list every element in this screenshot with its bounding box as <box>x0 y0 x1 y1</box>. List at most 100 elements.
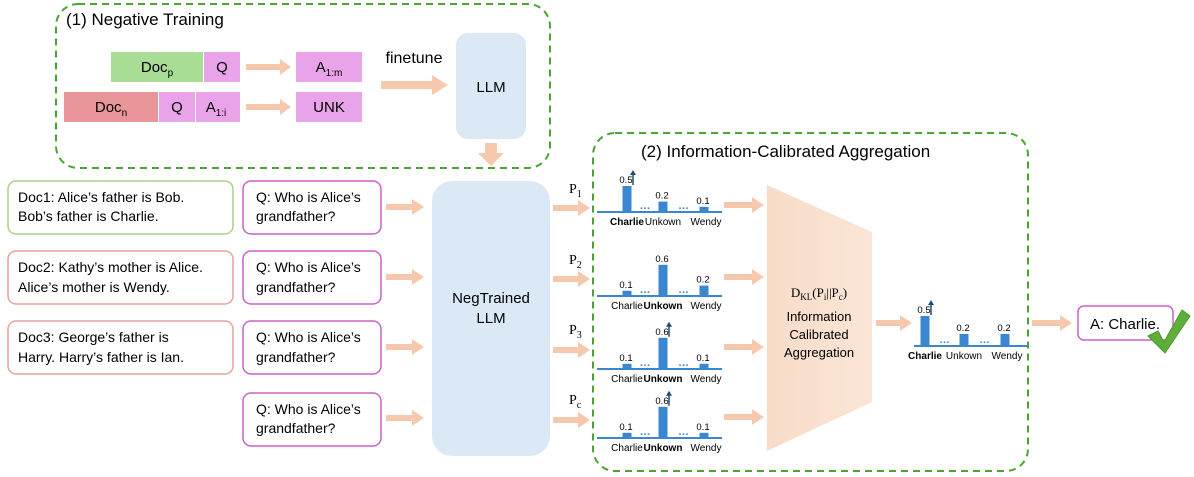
arrow-to-p2 <box>553 271 590 287</box>
bar-charlie <box>622 186 632 212</box>
arrow-pc-to-agg <box>724 409 764 425</box>
negtrained-llm-line2: LLM <box>476 310 505 327</box>
bar-charlie <box>920 316 930 346</box>
value-label-unkown: 0.2 <box>655 191 668 202</box>
question-label-2: Q <box>171 99 183 116</box>
value-label-unkown: 0.6 <box>655 396 668 407</box>
arrow-query3 <box>386 339 424 355</box>
arrow-to-p1 <box>553 200 590 216</box>
value-label-unkown: 0.6 <box>655 254 668 265</box>
partial-answer-block <box>196 92 240 122</box>
category-label-charlie: Charlie <box>908 351 942 362</box>
ellipsis-0: … <box>640 357 651 369</box>
ellipsis-0: … <box>640 284 651 296</box>
query-box-1: Q: Who is Alice’s grandfather? <box>242 180 382 235</box>
arrow-p3-to-agg <box>724 339 764 355</box>
category-label-unkown: Unkown <box>644 443 683 454</box>
distribution-chart-1: 0.5Charlie0.2Unkown0.1Wendy…… <box>597 170 722 228</box>
bar-charlie <box>622 290 632 296</box>
doc-box-2: Doc2: Kathy’s mother is Alice. Alice’s m… <box>7 250 234 305</box>
question-block-1 <box>204 52 240 82</box>
category-label-charlie: Charlie <box>611 374 643 385</box>
arrow-to-unk <box>246 99 291 115</box>
category-label-unkown: Unkown <box>644 301 683 312</box>
ellipsis-0: … <box>939 334 950 346</box>
value-label-wendy: 0.1 <box>696 196 709 207</box>
negtrained-llm-line1: NegTrained <box>452 290 530 307</box>
p2-label: P2 <box>569 253 582 271</box>
ellipsis-1: … <box>979 334 990 346</box>
unk-block <box>296 92 362 122</box>
aggregation-panel <box>592 132 1029 472</box>
up-arrow-head <box>928 300 934 305</box>
doc3-line2: Harry. Harry’s father is Ian. <box>18 349 184 365</box>
distribution-chart-4: 0.1Charlie0.6Unkown0.1Wendy…… <box>597 390 722 454</box>
up-arrow-head <box>666 321 672 327</box>
arrow-to-pc <box>553 412 590 428</box>
value-label-charlie: 0.1 <box>619 280 632 291</box>
arrow-query2 <box>386 269 424 285</box>
doc2-line1: Doc2: Kathy’s mother is Alice. <box>18 259 203 275</box>
query-box-2: Q: Who is Alice’s grandfather? <box>242 250 382 305</box>
ellipsis-1: … <box>678 357 689 369</box>
query4-line1: Q: Who is Alice’s <box>256 401 361 417</box>
value-label-charlie: 0.1 <box>619 353 632 364</box>
arrow-p1-to-agg <box>724 197 764 213</box>
positive-doc-label: Docp <box>141 59 174 79</box>
pc-label: Pc <box>569 393 582 411</box>
bar-wendy <box>1000 334 1010 346</box>
doc-box-1: Doc1: Alice’s father is Bob. Bob’s fathe… <box>7 180 234 235</box>
query2-line1: Q: Who is Alice’s <box>256 259 361 275</box>
value-label-charlie: 0.5 <box>619 175 632 186</box>
value-label-wendy: 0.1 <box>696 422 709 433</box>
category-label-wendy: Wendy <box>691 217 722 228</box>
category-label-unkown: Unkown <box>946 351 982 362</box>
arrow-query1 <box>386 199 424 215</box>
arrow-agg-to-final <box>876 315 912 331</box>
category-label-wendy: Wendy <box>691 301 722 312</box>
query4-line2: grandfather? <box>256 420 336 436</box>
final-answer-box <box>1077 305 1174 341</box>
category-label-wendy: Wendy <box>691 443 722 454</box>
answer-label: A1:m <box>316 59 343 79</box>
doc1-line1: Doc1: Alice’s father is Bob. <box>18 189 184 205</box>
value-label-charlie: 0.1 <box>619 422 632 433</box>
distribution-chart-2: 0.1Charlie0.6Unkown0.2Wendy…… <box>597 254 722 312</box>
value-label-charlie: 0.5 <box>917 305 930 316</box>
question-block-2 <box>159 92 195 122</box>
value-label-wendy: 0.2 <box>696 275 709 286</box>
distribution-chart-3: 0.1Charlie0.6Unkown0.1Wendy…… <box>597 321 722 385</box>
llm-box <box>456 33 526 139</box>
p3-label: P3 <box>569 323 582 341</box>
ellipsis-1: … <box>678 284 689 296</box>
up-arrow-head <box>666 390 672 396</box>
value-label-wendy: 0.2 <box>997 323 1010 334</box>
negative-training-panel <box>55 3 551 169</box>
positive-doc-block <box>111 52 203 82</box>
ellipsis-1: … <box>678 426 689 438</box>
bar-unkown <box>658 406 668 438</box>
bar-wendy <box>699 432 709 438</box>
distribution-charts: 0.5Charlie0.2Unkown0.1Wendy……0.1Charlie0… <box>597 170 1028 454</box>
query-box-4: Q: Who is Alice’s grandfather? <box>242 392 382 447</box>
query1-line2: grandfather? <box>256 208 336 224</box>
bar-unkown <box>658 201 668 212</box>
category-label-unkown: Unkown <box>644 374 683 385</box>
value-label-wendy: 0.1 <box>696 353 709 364</box>
final-answer-text: A: Charlie. <box>1090 316 1160 333</box>
negative-doc-label: Docn <box>95 99 127 119</box>
query1-line1: Q: Who is Alice’s <box>256 189 361 205</box>
arrow-p2-to-agg <box>724 269 764 285</box>
category-label-wendy: Wendy <box>992 351 1023 362</box>
p1-label: P1 <box>569 182 582 200</box>
category-label-charlie: Charlie <box>610 217 644 228</box>
finetune-label: finetune <box>386 50 443 67</box>
kl-formula: DKL(Pi||Pc) <box>791 285 847 302</box>
answer-block <box>296 52 362 82</box>
bar-unkown <box>959 334 969 346</box>
arrow-final-to-answer <box>1032 315 1072 331</box>
up-arrow-head <box>630 170 636 175</box>
check-icon <box>1147 309 1191 354</box>
aggregation-trapezoid <box>767 185 872 451</box>
